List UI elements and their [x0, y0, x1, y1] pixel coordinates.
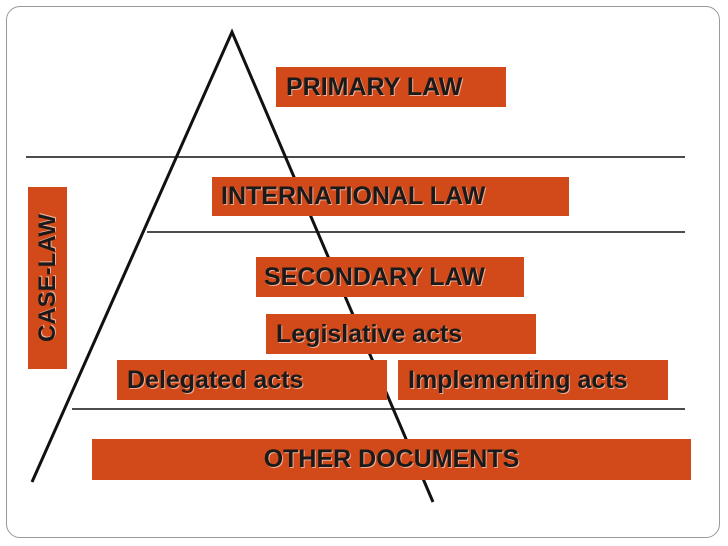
international-law-label: INTERNATIONAL LAW	[221, 182, 486, 210]
other-documents-box: OTHER DOCUMENTS	[92, 439, 691, 480]
implementing-acts-label: Implementing acts	[408, 365, 628, 394]
legislative-acts-box: Legislative acts	[266, 314, 536, 354]
implementing-acts-box: Implementing acts	[398, 360, 668, 400]
other-documents-label: OTHER DOCUMENTS	[263, 445, 520, 473]
legislative-acts-label: Legislative acts	[276, 319, 463, 348]
secondary-law-label: SECONDARY LAW	[264, 262, 485, 291]
case-law-box: CASE-LAW	[28, 187, 67, 369]
secondary-law-box: SECONDARY LAW	[256, 257, 524, 297]
delegated-acts-label: Delegated acts	[127, 365, 304, 394]
primary-law-label: PRIMARY LAW	[286, 72, 463, 101]
international-law-box: INTERNATIONAL LAW	[212, 177, 569, 216]
delegated-acts-box: Delegated acts	[117, 360, 387, 400]
primary-law-box: PRIMARY LAW	[276, 67, 506, 107]
case-law-label: CASE-LAW	[33, 214, 61, 342]
